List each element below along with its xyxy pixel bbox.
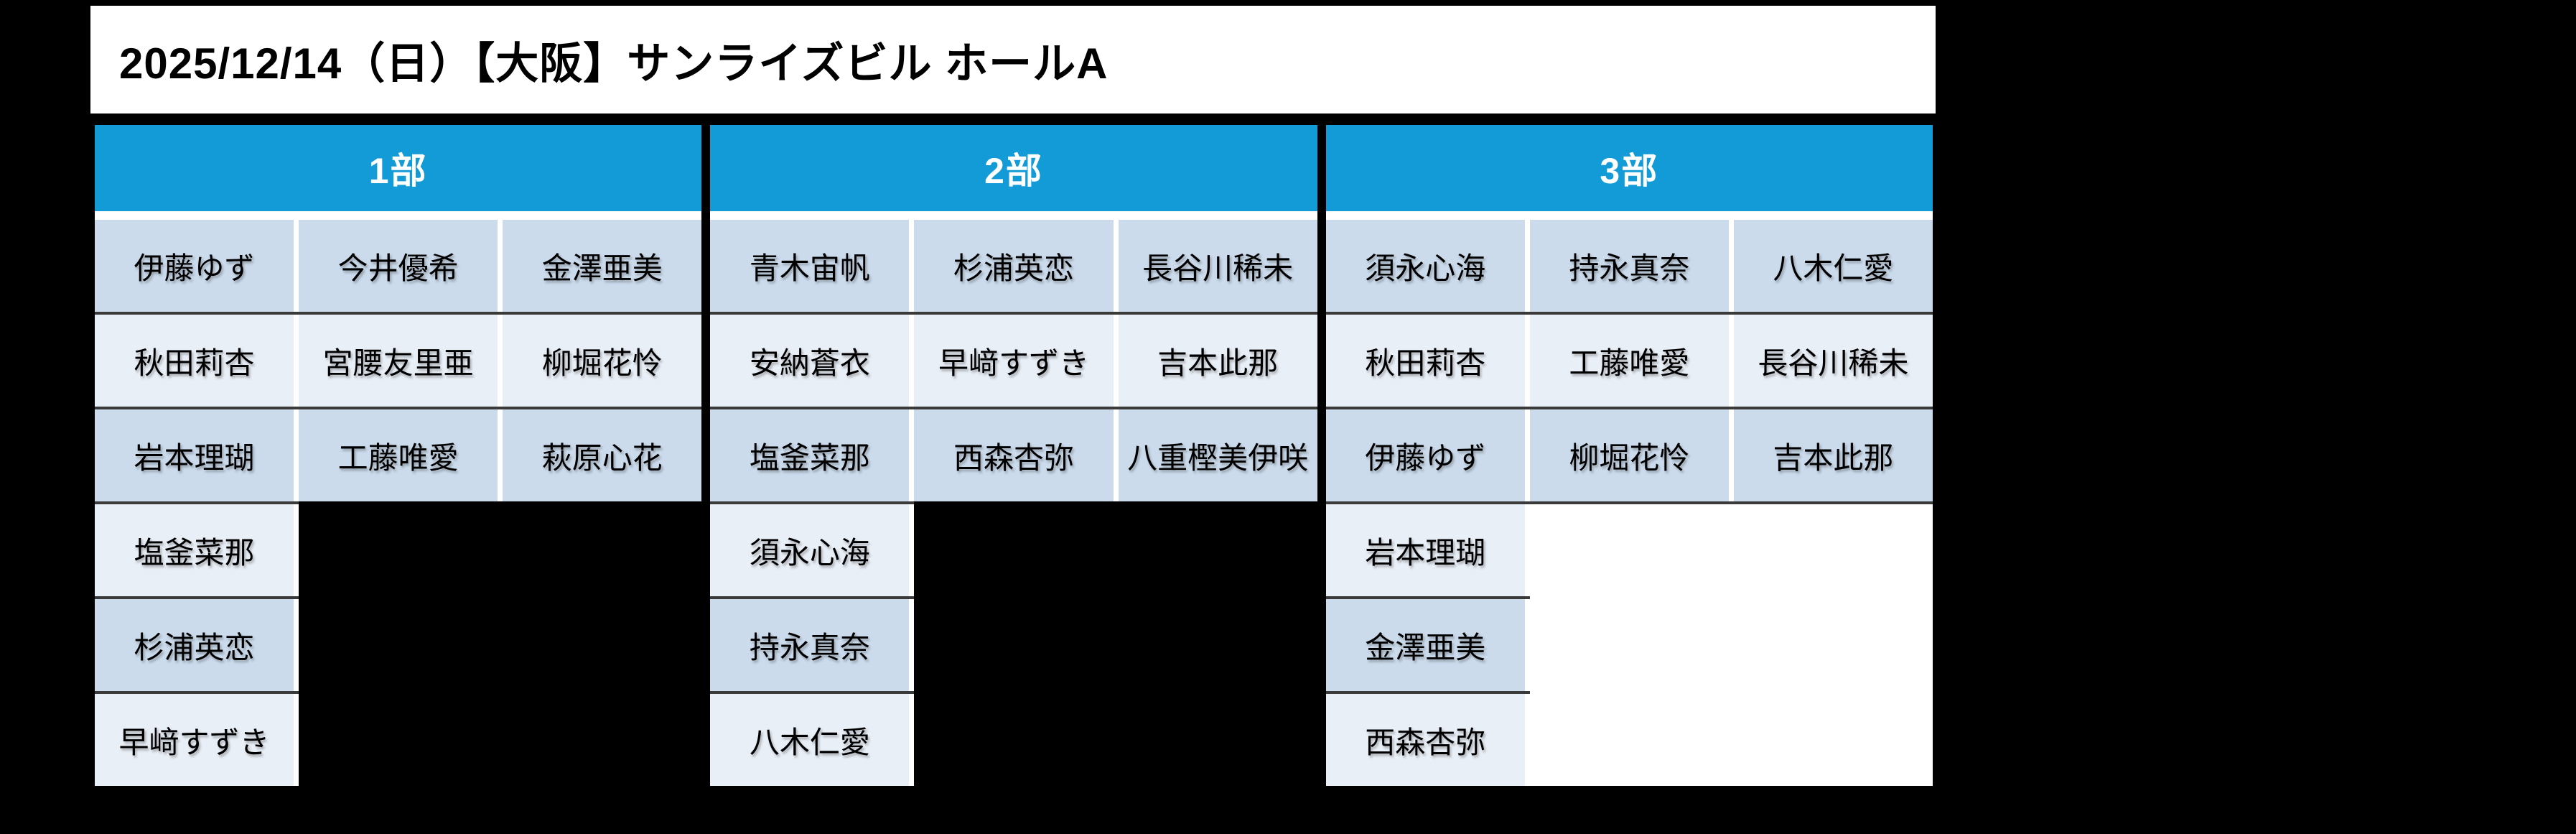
empty-area [299, 596, 702, 691]
member-cell: 八木仁愛 [710, 694, 910, 786]
section-1: 1部伊藤ゆず今井優希金澤亜美秋田莉杏宮腰友里亜柳堀花怜岩本理瑚工藤唯愛萩原心花塩… [95, 125, 702, 786]
member-cell: 塩釜菜那 [95, 504, 294, 596]
event-title-bar: 2025/12/14（日）【大阪】サンライズビル ホールA [89, 4, 1937, 115]
member-cell: 早﨑すずき [914, 315, 1114, 407]
member-row: 杉浦英恋 [95, 596, 702, 691]
member-cell: 西森杏弥 [1325, 694, 1525, 786]
member-cell: 柳堀花怜 [1529, 409, 1729, 501]
member-cell: 持永真奈 [710, 599, 910, 691]
member-row: 塩釜菜那 [95, 501, 702, 596]
member-cell-wrap: 杉浦英恋 [95, 596, 299, 691]
member-row: 須永心海持永真奈八木仁愛 [1325, 220, 1933, 312]
empty-area [914, 691, 1317, 786]
member-cell: 金澤亜美 [1325, 599, 1525, 691]
member-cell: 安納蒼衣 [710, 315, 910, 407]
empty-area [1529, 691, 1933, 786]
section-header-label: 2部 [710, 125, 1317, 211]
member-cell-wrap: 塩釜菜那 [95, 501, 299, 596]
member-row: 秋田莉杏工藤唯愛長谷川稀未 [1325, 312, 1933, 407]
member-cell-wrap: 金澤亜美 [1325, 596, 1530, 691]
member-cell-wrap: 早﨑すずき [95, 691, 299, 786]
member-cell: 柳堀花怜 [503, 315, 702, 407]
member-cell: 秋田莉杏 [95, 315, 294, 407]
event-title: 2025/12/14（日）【大阪】サンライズビル ホールA [119, 39, 1109, 88]
member-row: 金澤亜美 [1325, 596, 1933, 691]
section-rows: 青木宙帆杉浦英恋長谷川稀未安納蒼衣早﨑すずき吉本此那塩釜菜那西森杏弥八重樫美伊咲… [710, 211, 1317, 786]
empty-area [914, 501, 1317, 596]
member-cell: 工藤唯愛 [299, 409, 498, 501]
member-cell: 塩釜菜那 [710, 409, 910, 501]
member-cell-wrap: 岩本理瑚 [1325, 501, 1530, 596]
member-cell-wrap: 西森杏弥 [1325, 691, 1530, 786]
member-cell: 持永真奈 [1529, 220, 1729, 312]
empty-area [299, 501, 702, 596]
member-row: 伊藤ゆず今井優希金澤亜美 [95, 220, 702, 312]
empty-area [1529, 501, 1933, 596]
member-cell: 工藤唯愛 [1529, 315, 1729, 407]
member-cell: 宮腰友里亜 [299, 315, 498, 407]
member-cell: 伊藤ゆず [1325, 409, 1525, 501]
empty-area [1529, 596, 1933, 691]
member-cell: 岩本理瑚 [1325, 504, 1525, 596]
member-cell: 金澤亜美 [503, 220, 702, 312]
member-cell: 八木仁愛 [1733, 220, 1933, 312]
member-row: 伊藤ゆず柳堀花怜吉本此那 [1325, 407, 1933, 501]
member-cell: 長谷川稀未 [1733, 315, 1933, 407]
schedule-table: 1部伊藤ゆず今井優希金澤亜美秋田莉杏宮腰友里亜柳堀花怜岩本理瑚工藤唯愛萩原心花塩… [95, 125, 1933, 786]
member-cell: 岩本理瑚 [95, 409, 294, 501]
member-row: 青木宙帆杉浦英恋長谷川稀未 [710, 220, 1317, 312]
member-cell: 吉本此那 [1733, 409, 1933, 501]
section-rows: 須永心海持永真奈八木仁愛秋田莉杏工藤唯愛長谷川稀未伊藤ゆず柳堀花怜吉本此那岩本理… [1325, 211, 1933, 786]
empty-area [299, 691, 702, 786]
member-row: 塩釜菜那西森杏弥八重樫美伊咲 [710, 407, 1317, 501]
member-row: 安納蒼衣早﨑すずき吉本此那 [710, 312, 1317, 407]
member-cell: 杉浦英恋 [914, 220, 1114, 312]
member-cell-wrap: 須永心海 [710, 501, 915, 596]
member-cell: 須永心海 [1325, 220, 1525, 312]
member-row: 岩本理瑚工藤唯愛萩原心花 [95, 407, 702, 501]
member-row: 秋田莉杏宮腰友里亜柳堀花怜 [95, 312, 702, 407]
member-row: 早﨑すずき [95, 691, 702, 786]
member-row: 須永心海 [710, 501, 1317, 596]
member-row: 持永真奈 [710, 596, 1317, 691]
member-cell: 伊藤ゆず [95, 220, 294, 312]
member-cell: 杉浦英恋 [95, 599, 294, 691]
section-rows: 伊藤ゆず今井優希金澤亜美秋田莉杏宮腰友里亜柳堀花怜岩本理瑚工藤唯愛萩原心花塩釜菜… [95, 211, 702, 786]
member-cell: 萩原心花 [503, 409, 702, 501]
section-3: 3部須永心海持永真奈八木仁愛秋田莉杏工藤唯愛長谷川稀未伊藤ゆず柳堀花怜吉本此那岩… [1325, 125, 1933, 786]
member-cell: 西森杏弥 [914, 409, 1114, 501]
member-cell: 八重樫美伊咲 [1118, 409, 1317, 501]
section-header-label: 3部 [1325, 125, 1933, 211]
member-cell: 早﨑すずき [95, 694, 294, 786]
member-cell: 長谷川稀未 [1118, 220, 1317, 312]
section-header-label: 1部 [95, 125, 702, 211]
member-cell-wrap: 持永真奈 [710, 596, 915, 691]
empty-area [914, 596, 1317, 691]
member-row: 西森杏弥 [1325, 691, 1933, 786]
member-cell-wrap: 八木仁愛 [710, 691, 915, 786]
member-cell: 秋田莉杏 [1325, 315, 1525, 407]
member-row: 八木仁愛 [710, 691, 1317, 786]
member-cell: 吉本此那 [1118, 315, 1317, 407]
section-2: 2部青木宙帆杉浦英恋長谷川稀未安納蒼衣早﨑すずき吉本此那塩釜菜那西森杏弥八重樫美… [710, 125, 1317, 786]
member-cell: 今井優希 [299, 220, 498, 312]
member-cell: 須永心海 [710, 504, 910, 596]
member-row: 岩本理瑚 [1325, 501, 1933, 596]
member-cell: 青木宙帆 [710, 220, 910, 312]
